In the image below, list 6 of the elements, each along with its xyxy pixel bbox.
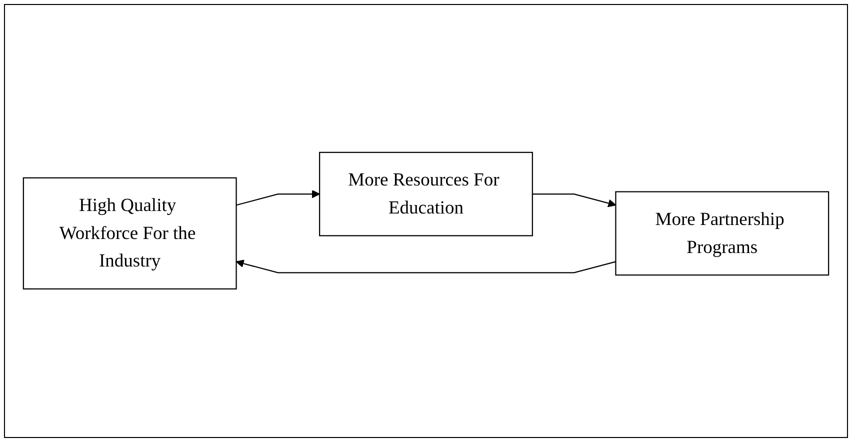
- arrow: [532, 194, 616, 208]
- process-box: More Partnership Programs: [615, 192, 830, 276]
- process-box: More Resources For Education: [319, 152, 533, 237]
- arrow: [236, 190, 320, 206]
- process-box: High Quality Workforce For the Industry: [22, 178, 237, 290]
- arrow: [236, 260, 616, 274]
